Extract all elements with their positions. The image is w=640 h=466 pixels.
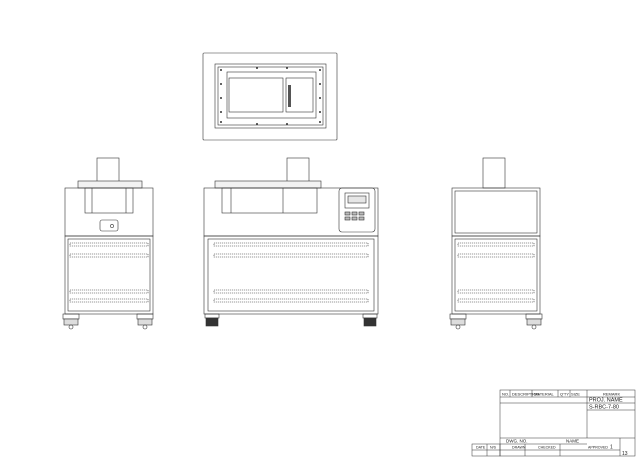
- left-lower-panel: [67, 238, 151, 312]
- tb-date-label: DATE: [476, 446, 486, 450]
- left-vents: [69, 242, 149, 303]
- tb-project-name: S-RBC-7-80: [589, 405, 619, 411]
- left-chimney: [96, 157, 120, 183]
- front-casters: [204, 313, 378, 327]
- front-vents: [213, 242, 369, 303]
- left-lower-cabinet: [64, 235, 154, 315]
- control-display: [344, 192, 370, 209]
- right-casters: [449, 313, 543, 330]
- top-view-window-right: [285, 77, 314, 113]
- right-side-view: [449, 157, 543, 330]
- tb-drawn-label: DRAWN: [512, 446, 526, 450]
- tb-scale-label: N/S: [490, 446, 497, 450]
- front-chimney: [286, 157, 310, 183]
- tb-project-label: PROJ. NAME: [589, 398, 623, 404]
- tb-approved-label: APPROVED: [588, 446, 608, 450]
- left-side-view: [62, 157, 154, 330]
- right-lower-panel: [454, 238, 538, 312]
- tb-header-no: NO.: [502, 392, 509, 397]
- top-view-plate: [214, 63, 327, 129]
- front-lower-panel: [207, 238, 375, 312]
- left-upper-recess: [84, 187, 134, 214]
- left-top-lid: [77, 180, 143, 189]
- control-panel: [338, 187, 376, 233]
- control-buttons: [344, 211, 365, 221]
- right-vents: [457, 242, 535, 303]
- right-lower-cabinet: [451, 235, 541, 315]
- title-block: NO. DESCRIPTION MATERIAL Q'TY SIZE REMAR…: [471, 389, 636, 457]
- right-chimney: [482, 157, 506, 189]
- front-view: [203, 157, 379, 327]
- front-lower-cabinet: [203, 235, 379, 315]
- tb-header-material: MATERIAL: [534, 392, 554, 397]
- tb-dwg-no-label: DWG. NO.: [506, 439, 528, 444]
- tb-header-qty: Q'TY: [560, 392, 569, 397]
- left-control-knob-plate: [99, 219, 119, 232]
- top-view-handle: [288, 85, 291, 107]
- tb-header-size: SIZE: [571, 392, 580, 397]
- top-view-plate-inner: [217, 66, 324, 126]
- tb-sheet-number: 1: [610, 445, 613, 451]
- front-upper-recess: [221, 187, 318, 214]
- tb-sheet-total: 13: [622, 451, 628, 457]
- tb-name-label: NAME: [566, 439, 579, 444]
- left-knob: [110, 224, 114, 228]
- tb-header-remark: REMARK: [603, 392, 620, 397]
- top-view: [202, 52, 338, 141]
- front-top-lid: [214, 180, 322, 189]
- top-view-outer-frame: [202, 52, 338, 141]
- left-upper-body: [64, 187, 154, 237]
- tb-checked-label: CHECKED: [538, 446, 556, 450]
- right-upper-panel: [454, 190, 538, 234]
- right-upper-body: [451, 187, 541, 237]
- tb-header-description: DESCRIPTION: [512, 392, 539, 397]
- left-casters: [62, 313, 154, 330]
- top-view-window-left: [228, 77, 284, 113]
- top-view-window-outer: [226, 71, 317, 119]
